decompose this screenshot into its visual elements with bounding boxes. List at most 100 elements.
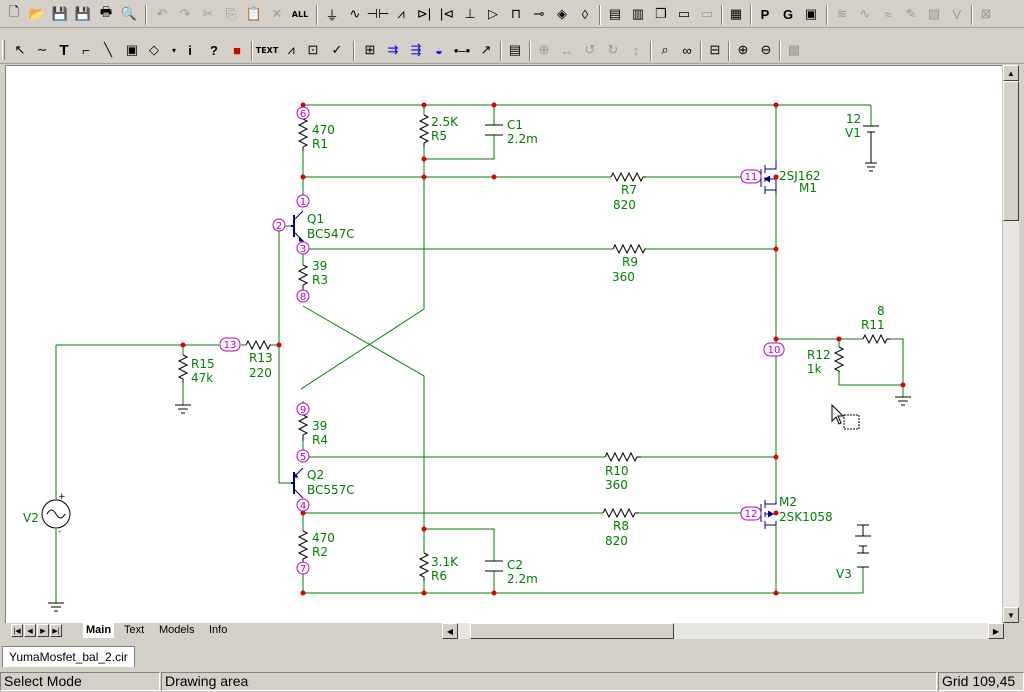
- text-mode-button[interactable]: TEXT: [255, 45, 279, 55]
- window-split-icon[interactable]: ▥: [631, 6, 645, 21]
- rotate-ccw-icon[interactable]: ↺: [584, 42, 596, 57]
- copy-icon[interactable]: ⎘: [225, 6, 237, 21]
- save-all-icon[interactable]: 💾: [74, 6, 92, 21]
- diode-icon[interactable]: ⊳|: [416, 6, 432, 21]
- prev-tab-button[interactable]: ◀: [24, 624, 36, 637]
- capacitor-icon[interactable]: ⊣⊢: [366, 6, 390, 21]
- svg-text:2SK1058: 2SK1058: [779, 510, 833, 524]
- node-6: 6: [296, 106, 310, 120]
- save-icon[interactable]: 💾: [51, 6, 69, 21]
- cursor-probe-icon[interactable]: ↗: [480, 42, 492, 57]
- rotate-cw-icon[interactable]: ↻: [607, 42, 619, 57]
- next-tab-button[interactable]: ▶: [37, 624, 49, 637]
- tab-info[interactable]: Info: [209, 624, 228, 636]
- dropdown-icon[interactable]: ▾: [171, 45, 176, 55]
- switch-icon[interactable]: ⊸: [533, 6, 545, 21]
- text-tool-icon[interactable]: T: [59, 41, 69, 59]
- node-12: 12: [740, 506, 762, 521]
- source-icon[interactable]: ∿: [349, 6, 361, 21]
- line-icon[interactable]: ╲: [104, 42, 112, 57]
- help-icon[interactable]: ?: [210, 42, 218, 58]
- check-icon[interactable]: ✓: [331, 42, 343, 57]
- ground-icon[interactable]: ⏚: [325, 7, 339, 23]
- flip-h-icon[interactable]: ↔: [560, 42, 574, 58]
- scroll-up-button[interactable]: ▲: [1003, 65, 1019, 81]
- rotate-icon[interactable]: ⊕: [538, 42, 550, 57]
- scroll-left-button[interactable]: ◀: [442, 623, 458, 639]
- info-icon[interactable]: i: [188, 42, 192, 58]
- component-icon[interactable]: ◇: [149, 42, 159, 57]
- pin-icon[interactable]: ⊡: [307, 42, 319, 57]
- window-tile-icon[interactable]: ▤: [608, 6, 622, 21]
- file-tab[interactable]: YumaMosfet_bal_2.cir: [2, 646, 135, 667]
- new-file-icon[interactable]: 🗋: [8, 4, 20, 19]
- open-file-icon[interactable]: 📂: [28, 6, 46, 21]
- window-cascade-icon[interactable]: ❐: [655, 6, 667, 21]
- wire-icon[interactable]: ∼: [36, 42, 48, 57]
- scroll-right-button[interactable]: ▶: [988, 623, 1004, 639]
- svg-text:R7: R7: [621, 183, 637, 197]
- current-icon[interactable]: ⇉: [387, 42, 399, 57]
- last-tab-button[interactable]: ▶|: [50, 624, 62, 637]
- step-icon[interactable]: ■: [233, 42, 241, 58]
- window-dis-icon[interactable]: ▭: [700, 6, 714, 21]
- voltage-icon[interactable]: ⇶: [410, 42, 422, 57]
- node-icon[interactable]: ◈: [557, 6, 567, 21]
- graph-icon[interactable]: ▨: [927, 6, 941, 21]
- g-tool-button[interactable]: G: [782, 6, 794, 22]
- binoculars-icon[interactable]: ∞: [682, 42, 692, 58]
- vertical-scrollbar[interactable]: ▲ ▼: [1002, 65, 1019, 623]
- shape-icon[interactable]: ▣: [125, 42, 139, 57]
- print-icon[interactable]: 🖶: [99, 4, 113, 19]
- pin-connect-icon[interactable]: •–•: [453, 42, 471, 58]
- transistor-icon[interactable]: ⊥: [464, 6, 476, 21]
- ac-icon[interactable]: ≈: [884, 6, 892, 22]
- resistor-icon[interactable]: ⩘: [397, 6, 405, 21]
- find-icon[interactable]: ⌕: [661, 42, 669, 57]
- probe-icon[interactable]: ◊: [581, 6, 589, 22]
- first-tab-button[interactable]: |◀: [11, 624, 23, 637]
- print-preview-icon[interactable]: 🔍: [120, 6, 138, 21]
- inductor-icon[interactable]: ⊓: [510, 6, 522, 21]
- ground-r11: [895, 396, 911, 406]
- undo-icon[interactable]: ↶: [156, 6, 168, 21]
- redo-icon[interactable]: ↷: [179, 6, 191, 21]
- horizontal-scrollbar[interactable]: ◀ ▶: [442, 623, 1004, 639]
- zoom-in-icon[interactable]: ⊕: [737, 42, 749, 57]
- schematic-canvas[interactable]: + - 6 1 2 3: [5, 65, 1003, 624]
- paste-icon[interactable]: 📋: [245, 6, 263, 21]
- transient-icon[interactable]: ∿: [859, 6, 871, 21]
- export-icon[interactable]: ⊟: [709, 42, 721, 57]
- window-icon[interactable]: ▭: [677, 6, 691, 21]
- wire-route-icon[interactable]: ⌐: [82, 42, 90, 58]
- camera-icon[interactable]: ▩: [787, 42, 801, 57]
- vertical-scroll-thumb[interactable]: [1003, 81, 1019, 221]
- v2-source: [41, 499, 71, 529]
- opamp-icon[interactable]: ▷: [488, 6, 498, 21]
- svg-text:V3: V3: [836, 567, 852, 581]
- tab-models[interactable]: Models: [159, 624, 195, 636]
- svg-text:2: 2: [276, 221, 282, 232]
- scroll-down-button[interactable]: ▼: [1003, 607, 1019, 623]
- tab-main[interactable]: Main: [83, 623, 115, 638]
- delete-icon[interactable]: ✕: [271, 6, 283, 21]
- tab-text[interactable]: Text: [124, 624, 145, 636]
- p-tool-button[interactable]: P: [760, 6, 770, 22]
- zoom-out-icon[interactable]: ⊖: [760, 42, 772, 57]
- probe-pen-icon[interactable]: ✎: [905, 6, 917, 21]
- zoom-window-icon[interactable]: ⊠: [980, 6, 992, 21]
- cut-icon[interactable]: ✂: [202, 6, 214, 21]
- select-all-icon[interactable]: ALL: [291, 9, 309, 19]
- properties-icon[interactable]: ▤: [508, 42, 522, 57]
- node-number-icon[interactable]: ⊞: [364, 42, 376, 57]
- select-arrow-icon[interactable]: ↖: [14, 42, 26, 57]
- grid-window-icon[interactable]: ▣: [804, 6, 818, 21]
- horizontal-scroll-thumb[interactable]: [470, 623, 674, 639]
- on-icon[interactable]: ◒: [435, 42, 443, 58]
- vb-icon[interactable]: V: [952, 6, 962, 22]
- zener-icon[interactable]: |⊲: [439, 6, 455, 21]
- attribute-icon[interactable]: ⩘: [287, 42, 295, 57]
- calculator-icon[interactable]: ▦: [729, 6, 743, 21]
- flip-v-icon[interactable]: ↕: [632, 42, 640, 58]
- analysis-icon[interactable]: ≋: [836, 6, 848, 21]
